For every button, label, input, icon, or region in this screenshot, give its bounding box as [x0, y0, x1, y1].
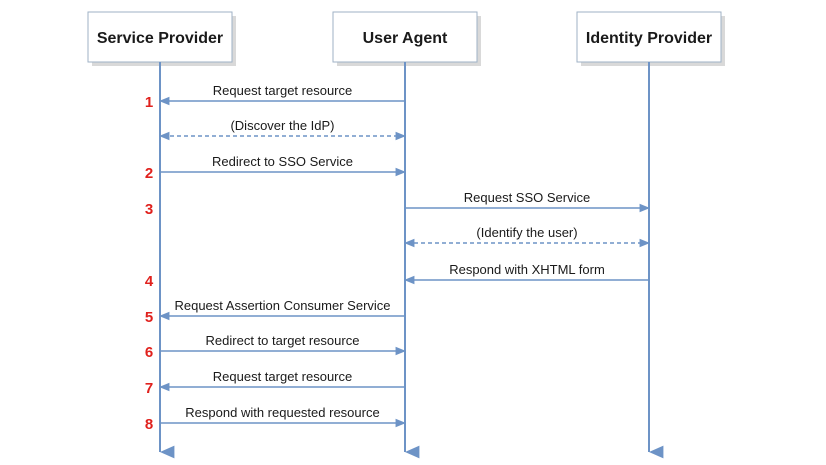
message-label: Request target resource	[213, 83, 352, 98]
message: Respond with XHTML form 4	[145, 262, 649, 290]
actor-label: Identity Provider	[586, 30, 712, 47]
message: Redirect to SSO Service 2	[145, 154, 407, 182]
message-label: Request SSO Service	[464, 190, 590, 205]
message-label: Redirect to target resource	[206, 333, 360, 348]
message: Respond with requested resource 8	[145, 405, 407, 433]
messages-layer: Request target resource 1 (Discover the Id…	[145, 83, 651, 433]
step-number: 6	[145, 344, 153, 361]
step-number: 8	[145, 416, 153, 433]
step-number: 4	[145, 273, 154, 290]
step-number: 2	[145, 165, 153, 182]
step-number: 3	[145, 201, 153, 218]
message: Request target resource 7	[145, 369, 405, 397]
message-label: (Discover the IdP)	[230, 118, 334, 133]
message: (Identify the user)	[403, 225, 651, 248]
actor-label: Service Provider	[97, 30, 223, 47]
step-number: 7	[145, 380, 153, 397]
message-label: Respond with requested resource	[185, 405, 379, 420]
actor-ua: User Agent	[332, 11, 481, 66]
message-label: Request Assertion Consumer Service	[174, 298, 390, 313]
actor-box	[332, 11, 478, 63]
message: Request SSO Service 3	[145, 190, 651, 218]
message: Redirect to target resource 6	[145, 333, 407, 361]
message-label: Respond with XHTML form	[449, 262, 605, 277]
actor-sp: Service Provider	[87, 11, 236, 66]
message: Request Assertion Consumer Service 5	[145, 298, 405, 326]
message-label: Request target resource	[213, 369, 352, 384]
actor-label: User Agent	[363, 30, 448, 47]
message-label: (Identify the user)	[476, 225, 577, 240]
step-number: 5	[145, 309, 153, 326]
message: Request target resource 1	[145, 83, 405, 111]
actor-idp: Identity Provider	[576, 11, 725, 66]
step-number: 1	[145, 94, 153, 111]
actors-layer: Service Provider User Agent Identity Provi…	[87, 11, 725, 66]
message: (Discover the IdP)	[158, 118, 407, 141]
message-label: Redirect to SSO Service	[212, 154, 353, 169]
actor-box	[87, 11, 233, 63]
